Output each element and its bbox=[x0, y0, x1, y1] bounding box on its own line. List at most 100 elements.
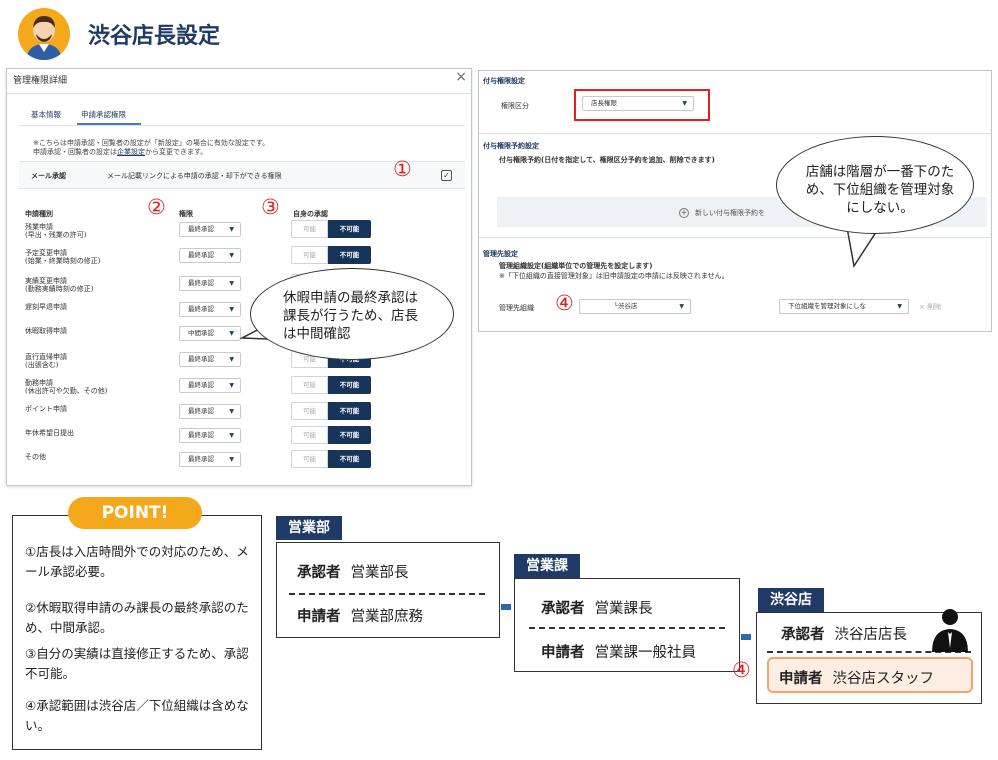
approver-label: 承認者 bbox=[541, 601, 585, 617]
note-text: から変更できます。 bbox=[145, 148, 208, 156]
authority-select[interactable]: 最終承認 bbox=[179, 248, 241, 263]
request-type-label: 年休希望日提出 bbox=[25, 429, 74, 437]
option-possible[interactable]: 可能 bbox=[291, 402, 328, 420]
marker-1: ① bbox=[393, 157, 412, 181]
option-impossible[interactable]: 不可能 bbox=[328, 426, 371, 444]
authority-select[interactable]: 最終承認 bbox=[179, 222, 241, 237]
applicant-highlight: 申請者渋谷店スタッフ bbox=[767, 657, 973, 693]
page-title: 渋谷店長設定 bbox=[88, 24, 221, 49]
point-item-2: ②休暇取得申請のみ課長の最終承認のため、中間承認。 bbox=[25, 600, 249, 635]
org-tag-shibuya: 渋谷店 bbox=[758, 588, 824, 612]
request-type-label: 勤務申請(休出許可や欠勤、その他) bbox=[25, 379, 107, 395]
grant-select[interactable]: 店長権限 bbox=[582, 96, 694, 111]
point-badge: POINT! bbox=[68, 497, 202, 529]
connector bbox=[501, 604, 511, 610]
applicant-name: 渋谷店スタッフ bbox=[832, 671, 935, 687]
note-text: 申請承認・回覧者の設定は bbox=[33, 148, 117, 156]
applicant-name: 営業部庶務 bbox=[350, 609, 424, 625]
note-line-1: ※こちらは申請承認・回覧者の設定が「新設定」の場合に有効な設定です。 bbox=[33, 139, 270, 147]
self-approval-toggle[interactable]: 可能不可能 bbox=[291, 376, 371, 394]
bubble-text: 店舗は階層が一番下のため、下位組織を管理対象にしない。 bbox=[805, 164, 955, 216]
approver-label: 承認者 bbox=[781, 627, 825, 643]
option-impossible[interactable]: 不可能 bbox=[328, 246, 371, 264]
option-possible[interactable]: 可能 bbox=[291, 426, 328, 444]
tab-approval-permission[interactable]: 申請承認権限 bbox=[81, 110, 126, 119]
applicant-label: 申請者 bbox=[779, 671, 823, 687]
close-icon[interactable]: × bbox=[455, 69, 467, 85]
marker-2: ② bbox=[147, 195, 166, 219]
option-possible[interactable]: 可能 bbox=[291, 246, 328, 264]
request-type-label: その他 bbox=[25, 453, 46, 461]
self-approval-toggle[interactable]: 可能不可能 bbox=[291, 402, 371, 420]
connector bbox=[741, 634, 751, 640]
option-possible[interactable]: 可能 bbox=[291, 220, 328, 238]
request-type-name: 遅刻早退申請 bbox=[25, 303, 67, 311]
marker-4: ④ bbox=[732, 658, 751, 682]
approver-line: 承認者営業課長 bbox=[541, 597, 653, 618]
self-approval-toggle[interactable]: 可能不可能 bbox=[291, 246, 371, 264]
request-type-name: 直行直帰申請 bbox=[25, 353, 67, 361]
approver-name: 渋谷店店長 bbox=[834, 627, 908, 643]
request-type-detail: (出張含む) bbox=[25, 361, 59, 369]
add-reserve-label: 新しい付与権限予約を bbox=[695, 209, 765, 217]
mgmt-org-select[interactable]: └渋谷店 bbox=[579, 299, 691, 314]
mail-approval-checkbox[interactable]: ✓ bbox=[441, 170, 452, 181]
highlight-box bbox=[574, 89, 710, 121]
speech-bubble-hierarchy: 店舗は階層が一番下のため、下位組織を管理対象にしない。 bbox=[776, 136, 974, 234]
dashed-divider bbox=[289, 593, 485, 595]
request-type-name: 休暇取得申請 bbox=[25, 327, 67, 335]
approver-line: 承認者営業部長 bbox=[297, 561, 409, 582]
applicant-label: 申請者 bbox=[541, 645, 585, 661]
company-settings-link[interactable]: 企業設定 bbox=[117, 148, 145, 156]
option-possible[interactable]: 可能 bbox=[291, 376, 328, 394]
request-type-detail: (始業・終業時刻の修正) bbox=[25, 257, 101, 265]
self-approval-toggle[interactable]: 可能不可能 bbox=[291, 220, 371, 238]
option-impossible[interactable]: 不可能 bbox=[328, 450, 371, 468]
dashed-divider bbox=[529, 627, 725, 629]
approver-name: 営業部長 bbox=[350, 565, 409, 581]
authority-select[interactable]: 最終承認 bbox=[179, 302, 241, 317]
sub-org-select[interactable]: 下位組織を管理対象にしな bbox=[779, 299, 909, 314]
mgmt-org-label: 管理先組織 bbox=[499, 304, 534, 312]
request-type-name: 実績変更申請 bbox=[25, 277, 67, 285]
divider bbox=[7, 93, 471, 94]
divider bbox=[19, 125, 465, 126]
bubble-text: 休暇申請の最終承認は課長が行うため、店長は中間確認 bbox=[283, 290, 418, 342]
mgmt-sub: 管理組織設定(組織単位での管理先を設定します) bbox=[499, 262, 653, 270]
self-approval-toggle[interactable]: 可能不可能 bbox=[291, 426, 371, 444]
applicant-line: 申請者営業課一般社員 bbox=[541, 641, 696, 662]
request-type-name: その他 bbox=[25, 453, 46, 461]
request-type-name: 残業申請 bbox=[25, 223, 53, 231]
request-type-label: 直行直帰申請(出張含む) bbox=[25, 353, 67, 369]
delete-button[interactable]: × 削除 bbox=[919, 302, 941, 312]
request-type-name: 年休希望日提出 bbox=[25, 429, 74, 437]
org-box-shibuya: 承認者渋谷店店長 申請者渋谷店スタッフ bbox=[756, 612, 982, 704]
mail-approval-desc: メール記載リンクによる申請の承認・却下ができる権限 bbox=[107, 172, 282, 180]
authority-select[interactable]: 最終承認 bbox=[179, 378, 241, 393]
authority-select[interactable]: 最終承認 bbox=[179, 352, 241, 367]
tab-basic-info[interactable]: 基本情報 bbox=[31, 110, 61, 119]
request-type-label: 予定変更申請(始業・終業時刻の修正) bbox=[25, 249, 100, 265]
reserve-sub: 付与権限予約(日付を指定して、権限区分予約を追加、削除できます) bbox=[499, 156, 715, 164]
user-avatar-icon bbox=[18, 8, 70, 60]
option-impossible[interactable]: 不可能 bbox=[328, 220, 371, 238]
self-approval-toggle[interactable]: 可能不可能 bbox=[291, 450, 371, 468]
option-impossible[interactable]: 不可能 bbox=[328, 402, 371, 420]
authority-select[interactable]: 最終承認 bbox=[179, 276, 241, 291]
authority-select[interactable]: 最終承認 bbox=[179, 452, 241, 467]
authority-select[interactable]: 最終承認 bbox=[179, 404, 241, 419]
request-type-detail: (休出許可や欠勤、その他) bbox=[25, 387, 108, 395]
speech-bubble-leave: 休暇申請の最終承認は課長が行うため、店長は中間確認 bbox=[250, 268, 454, 360]
grant-label: 権限区分 bbox=[501, 102, 529, 110]
add-reserve-button[interactable]: +新しい付与権限予約を bbox=[679, 208, 765, 218]
mgmt-section-title: 管理先設定 bbox=[483, 250, 518, 258]
org-tag-sales-dept: 営業部 bbox=[276, 516, 342, 540]
option-possible[interactable]: 可能 bbox=[291, 450, 328, 468]
divider bbox=[479, 237, 991, 238]
close-icon: × bbox=[919, 303, 925, 311]
dialog-title: 管理権限詳細 bbox=[13, 76, 68, 86]
authority-select[interactable]: 中間承認 bbox=[179, 326, 241, 341]
authority-select[interactable]: 最終承認 bbox=[179, 428, 241, 443]
approver-name: 営業課長 bbox=[594, 601, 653, 617]
option-impossible[interactable]: 不可能 bbox=[328, 376, 371, 394]
